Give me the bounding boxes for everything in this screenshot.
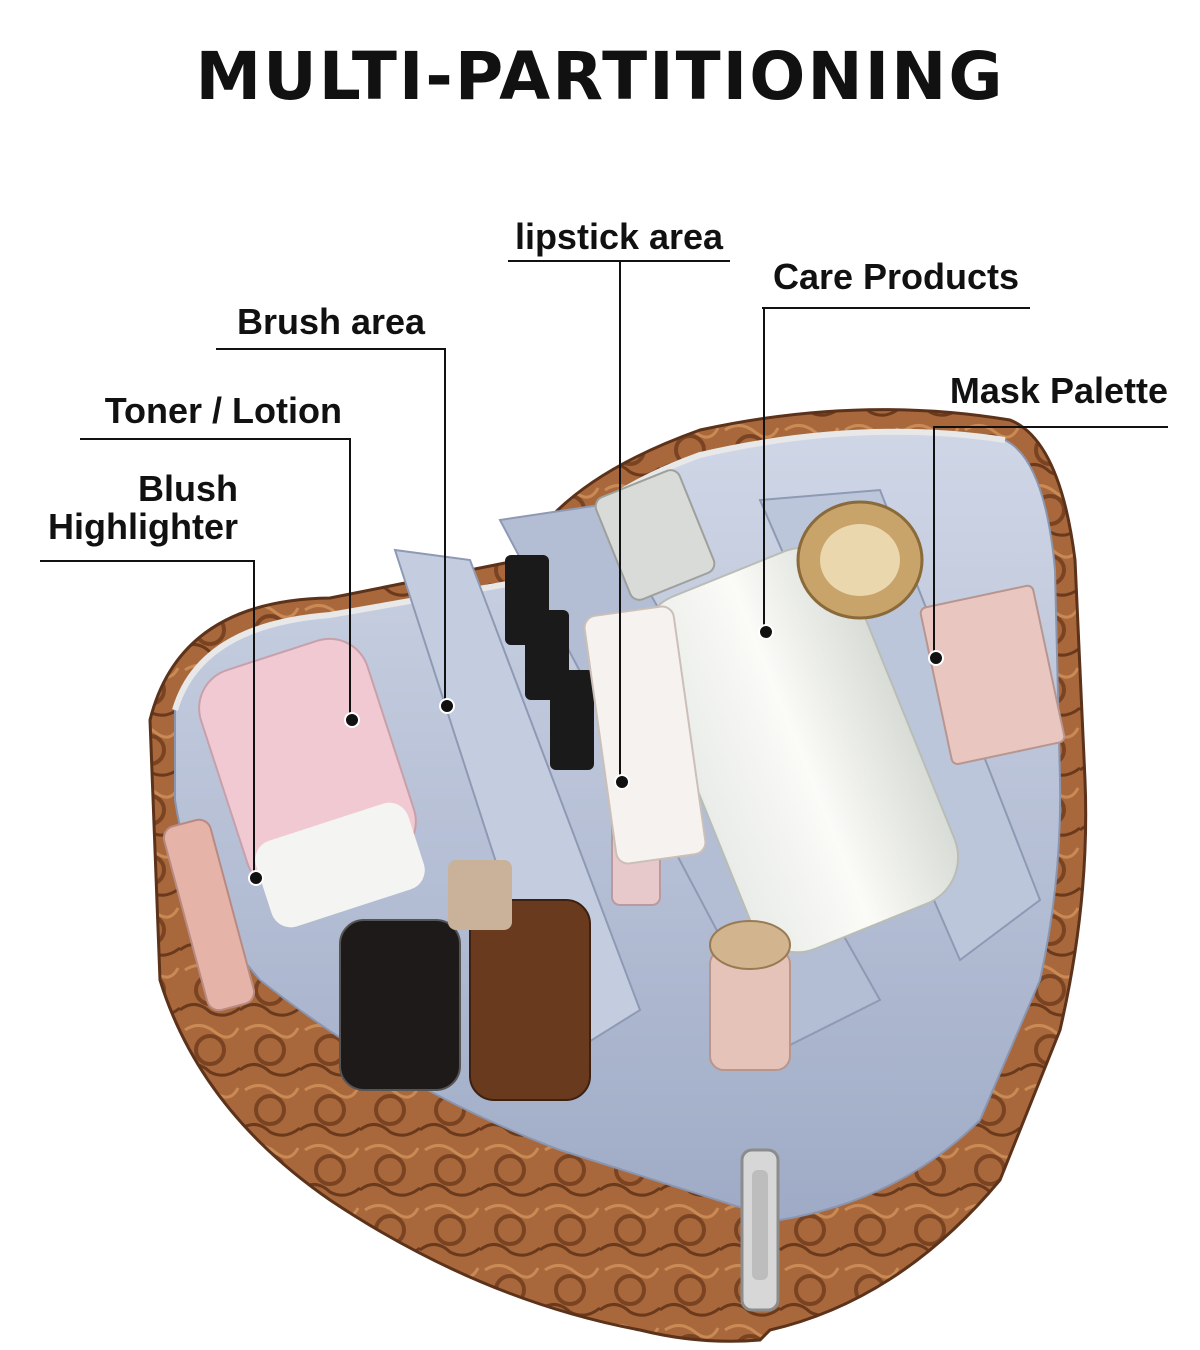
leader-underline-blush [40,560,255,562]
label-care-products: Care Products [772,256,1020,297]
leader-line-brush [444,348,446,704]
leader-line-toner [349,438,351,718]
label-blush: Blush [137,468,238,509]
leader-dot-lipstick [614,774,630,790]
leader-underline-care [762,307,1030,309]
leader-underline-brush [216,348,446,350]
label-toner-lotion: Toner / Lotion [104,390,342,431]
leader-underline-mask [933,426,1168,428]
leader-dot-blush [248,870,264,886]
leader-line-lipstick [619,260,621,780]
leader-dot-mask [928,650,944,666]
page-title: MULTI-PARTITIONING [195,38,1005,115]
leader-underline-toner [80,438,350,440]
leader-line-blush [253,560,255,876]
label-brush-area: Brush area [236,301,426,342]
label-highlighter: Highlighter [48,506,238,547]
leader-dot-brush [439,698,455,714]
leader-dot-toner [344,712,360,728]
label-mask-palette: Mask Palette [949,370,1168,411]
leader-line-mask [933,426,935,656]
leader-dot-care [758,624,774,640]
label-lipstick-area: lipstick area [514,216,724,257]
leader-line-care [763,307,765,630]
